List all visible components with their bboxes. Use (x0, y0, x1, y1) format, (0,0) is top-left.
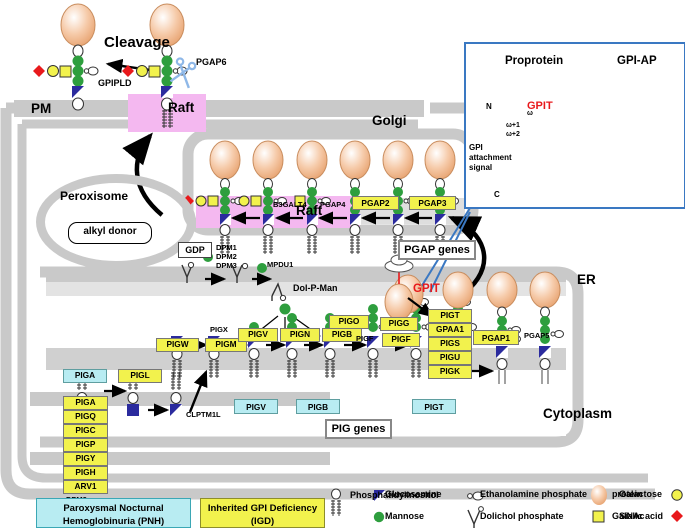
enzyme-b3galt4: B3GALT4 (273, 200, 307, 209)
gene-pigs: PIGS (428, 337, 472, 351)
inset-label-gpit: GPIT (527, 100, 553, 112)
legend-label-galnac: GalNAc (612, 511, 645, 521)
cyan-gene-pigt[interactable]: PIGT (412, 399, 456, 414)
cyan-gene-pigv[interactable]: PIGV (234, 399, 278, 414)
legend-pnh-box: Paroxysmal Nocturnal Hemoglobinuria (PNH… (36, 498, 191, 528)
inset-label-signal-2: attachment (469, 153, 512, 162)
label-pigx: PIGX (210, 325, 228, 334)
inset-label-omega-plus-1: ω+1 (506, 122, 520, 129)
inset-label-n: N (486, 102, 492, 111)
gene-arv1: ARV1 (63, 480, 108, 494)
inset-label-gpi-ap: GPI-AP (617, 55, 657, 67)
label-dpm1: DPM1 (216, 243, 237, 252)
enzyme-pgap2: PGAP2 (352, 196, 399, 210)
gene-pigl: PIGL (118, 369, 162, 383)
label-cytoplasm: Cytoplasm (543, 406, 613, 421)
label-clptm1l: CLPTM1L (186, 410, 221, 419)
label-golgi: Golgi (372, 113, 407, 128)
gene-piga: PIGA (63, 396, 108, 410)
alkyl-donor-box: alkyl donor (68, 222, 152, 244)
legend-label-galactose: Galactose (619, 489, 663, 499)
gene-pgap1: PGAP1 (473, 330, 519, 345)
label-pm: PM (31, 101, 52, 116)
label-mpdu1: MPDU1 (267, 260, 294, 269)
label-dpm2: DPM2 (216, 252, 237, 261)
gene-pigm: PIGM (205, 338, 247, 352)
inset-panel (464, 42, 685, 209)
inset-label-signal-1: GPI (469, 143, 483, 152)
legend-label-phosphatidylinositol: Phosphatidylinositol (350, 490, 439, 500)
legend-igd-box: Inherited GPI Deficiency (IGD) (200, 498, 325, 528)
gene-pign: PIGN (280, 328, 320, 342)
label-pigf-1: PIGF (356, 334, 374, 343)
gene-pigv: PIGV (238, 328, 278, 342)
inset-label-c: C (494, 190, 500, 199)
gene-pigw: PIGW (156, 338, 199, 352)
gene-pigp: PIGP (63, 438, 108, 452)
label-pgap6: PGAP6 (196, 57, 227, 67)
symbol-legend-icons (331, 485, 683, 528)
gene-pigg: PIGG (380, 317, 418, 331)
inset-label-omega: ω (527, 110, 533, 117)
label-gpipld: GPIPLD (98, 78, 132, 88)
label-dpm3: DPM3 (216, 261, 237, 270)
enzyme-pgap3: PGAP3 (409, 196, 456, 210)
gene-pigk: PIGK (428, 365, 472, 379)
label-gpit-er: GPIT (413, 283, 440, 295)
label-cleavage: Cleavage (104, 34, 170, 51)
label-pgap5: PGAP5 (524, 331, 550, 340)
label-raft-pm: Raft (168, 100, 195, 115)
legend-pnh-label: Paroxysmal Nocturnal Hemoglobinuria (PNH… (62, 503, 165, 527)
legend-label-mannose: Mannose (385, 511, 425, 521)
label-peroxisome: Peroxisome (60, 189, 129, 203)
inset-label-omega-plus-2: ω+2 (506, 131, 520, 138)
label-dol-p-man: Dol-P-Man (293, 283, 338, 293)
inset-label-proprotein: Proprotein (505, 55, 564, 67)
gene-pigo: PIGO (329, 315, 369, 329)
legend-label-dolichol-phosphate: Dolichol phosphate (480, 511, 564, 521)
cyan-gene-pigb[interactable]: PIGB (296, 399, 340, 414)
gene-pigy: PIGY (63, 452, 108, 466)
legend-label-glucosamine: Glucosamine (385, 489, 442, 499)
gene-pigf-2: PIGF (382, 333, 420, 347)
legend-label-protein: protein (612, 489, 643, 499)
gdp-box: GDP (178, 242, 212, 258)
pig-genes-box: PIG genes (325, 419, 392, 439)
gene-gpaa1: GPAA1 (428, 323, 472, 337)
legend-igd-label: Inherited GPI Deficiency (IGD) (207, 503, 318, 527)
peroxisome-outline (36, 174, 196, 270)
gene-piga-cyan[interactable]: PIGA (63, 369, 107, 383)
label-er: ER (577, 272, 596, 287)
gene-pigc: PIGC (63, 424, 108, 438)
legend-label-sialic-acid: Sialic acid (619, 511, 664, 521)
pgap-genes-box: PGAP genes (398, 240, 476, 260)
gene-pigt: PIGT (428, 309, 472, 323)
label-raft-golgi: Raft (296, 203, 323, 218)
gene-pigh: PIGH (63, 466, 108, 480)
inset-label-signal-3: signal (469, 163, 493, 172)
enzyme-pgap4: PGAP4 (320, 200, 346, 209)
gene-pigq: PIGQ (63, 410, 108, 424)
legend-label-ethanolamine-phosphate: Ethanolamine phosphate (480, 489, 588, 499)
gene-pigu: PIGU (428, 351, 472, 365)
